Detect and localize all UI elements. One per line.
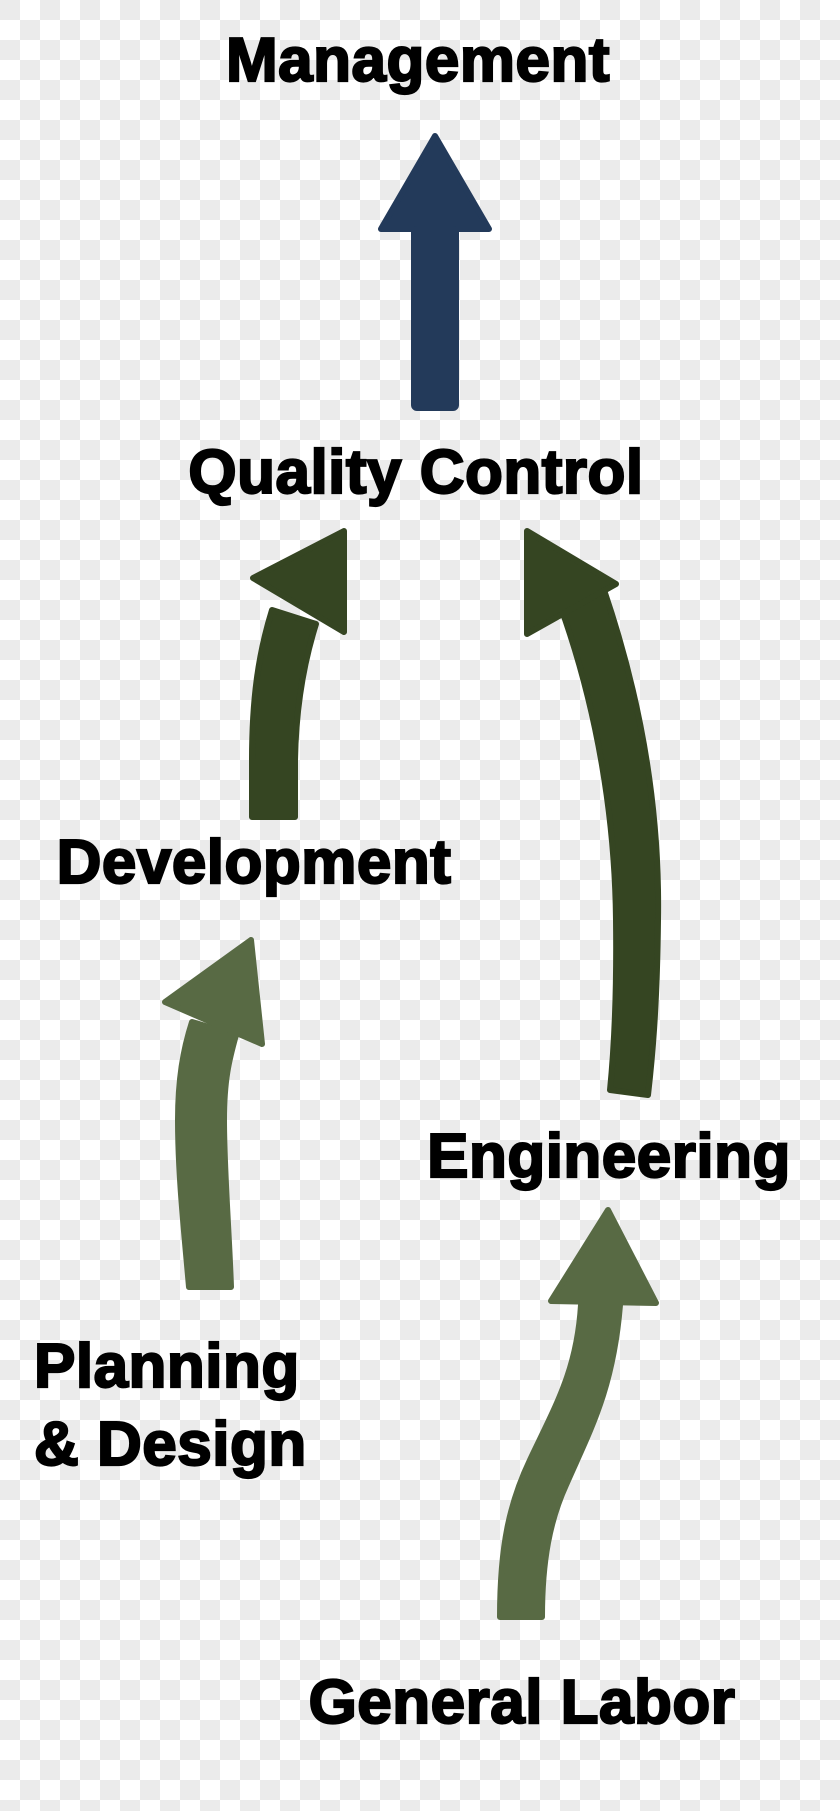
node-planning-design: Planning & Design (33, 1328, 346, 1484)
arrowhead-icon (250, 528, 347, 635)
arrow-qc-to-management (378, 133, 492, 411)
arrow-shaft (497, 1302, 623, 1620)
node-quality-control: Quality Control (187, 438, 644, 507)
arrowhead-icon (162, 937, 265, 1047)
arrow-shaft (249, 607, 319, 820)
arrow-engineering-to-qc (524, 528, 662, 1098)
arrow-labor-to-engineering (497, 1207, 659, 1620)
arrow-shaft (175, 1019, 239, 1290)
arrow-shaft (411, 226, 459, 411)
node-development: Development (55, 828, 452, 897)
node-planning-design-line-2: & Design (33, 1409, 307, 1480)
arrow-development-to-qc (249, 528, 347, 820)
arrowhead-icon (378, 133, 492, 232)
node-management: Management (225, 26, 611, 95)
arrow-planning-to-development (162, 937, 265, 1290)
arrowhead-icon (524, 528, 619, 637)
node-general-labor: General Labor (307, 1668, 736, 1737)
node-engineering: Engineering (426, 1122, 791, 1191)
arrowhead-icon (548, 1207, 659, 1306)
arrow-shaft (557, 587, 662, 1098)
node-planning-design-line-1: Planning (33, 1331, 300, 1402)
